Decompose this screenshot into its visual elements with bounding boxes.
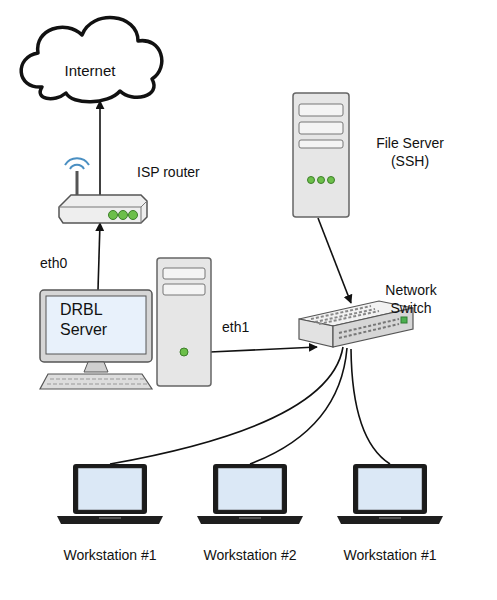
node-label: Workstation #1 <box>315 546 465 564</box>
network-cable <box>351 349 390 464</box>
interface-label: eth0 <box>40 254 67 272</box>
router-graphic <box>55 155 150 227</box>
node-label: File Server (SSH) <box>362 134 458 170</box>
server-graphic <box>288 90 354 220</box>
router-icon: ISP router <box>55 155 150 227</box>
laptop-workstation: Workstation #1 <box>55 462 165 528</box>
connection-arrow <box>318 218 351 303</box>
node-label: ISP router <box>137 163 227 181</box>
connection-arrow <box>99 101 101 195</box>
laptop-icon <box>195 462 305 528</box>
cloud-shape <box>10 5 170 105</box>
connection-arrow <box>210 347 317 352</box>
network-cable <box>250 348 347 464</box>
interface-label: eth1 <box>222 318 249 336</box>
network-cable <box>110 347 343 464</box>
drbl-server: DRBL Server <box>38 256 213 391</box>
internet-cloud: Internet <box>10 5 170 105</box>
laptop-icon <box>335 462 445 528</box>
node-label: Network Switch <box>373 281 449 317</box>
node-label: Workstation #1 <box>35 546 185 564</box>
laptop-icon <box>55 462 165 528</box>
node-label: Workstation #2 <box>175 546 325 564</box>
network-switch: Network Switch <box>295 295 415 353</box>
laptop-workstation: Workstation #1 <box>335 462 445 528</box>
laptop-workstation: Workstation #2 <box>195 462 305 528</box>
node-label: Internet <box>40 61 140 80</box>
connection-arrow <box>98 223 100 290</box>
node-label: DRBL Server <box>60 300 126 340</box>
file-server-tower: File Server (SSH) <box>288 90 354 220</box>
